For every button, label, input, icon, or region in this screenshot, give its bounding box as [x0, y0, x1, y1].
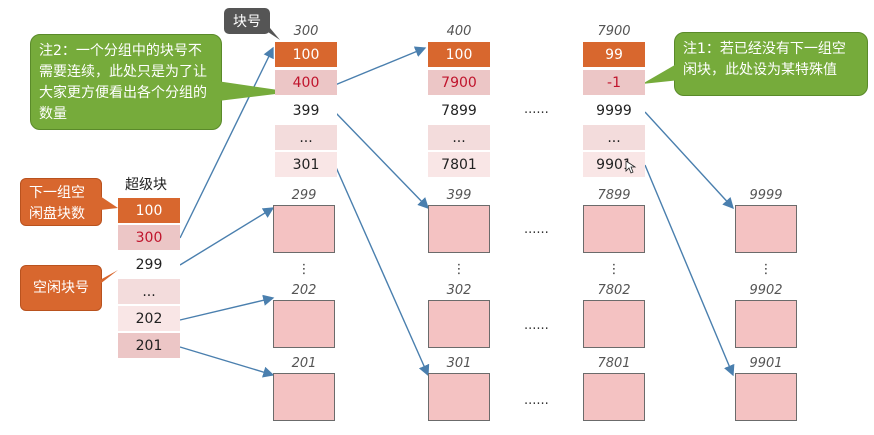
block-number: 9999 — [749, 188, 783, 203]
block-number: 7899 — [597, 188, 631, 203]
group-next: 7900 — [428, 70, 490, 95]
block-number: 301 — [446, 356, 472, 371]
free-block — [273, 300, 335, 348]
ellipsis: ...... — [524, 318, 549, 333]
superblock-title: 超级块 — [125, 177, 167, 193]
free-block-no-pointer — [100, 270, 118, 284]
group-entry: 399 — [275, 98, 337, 123]
group-count: 100 — [428, 42, 490, 67]
note2-text: 注2：一个分组中的块号不需要连续，此处只是为了让大家更方便看出各个分组的数量 — [39, 43, 207, 122]
free-count-pointer — [100, 196, 118, 210]
superblock-next: 300 — [118, 225, 180, 250]
free-block — [735, 205, 797, 253]
block-number: 302 — [446, 283, 472, 298]
note2-pointer — [210, 80, 292, 102]
free-block — [428, 300, 490, 348]
block-number-callout: 块号 — [224, 8, 270, 34]
group-entry: ... — [428, 125, 490, 150]
block-number: 202 — [291, 283, 317, 298]
free-block — [273, 205, 335, 253]
superblock-count: 100 — [118, 198, 180, 223]
superblock-entry: 201 — [118, 333, 180, 358]
free-block — [735, 373, 797, 421]
free-block — [735, 300, 797, 348]
superblock-entry: 299 — [118, 252, 180, 277]
block-number: 7801 — [597, 356, 631, 371]
block-number: 201 — [291, 356, 317, 371]
note2-callout: 注2：一个分组中的块号不需要连续，此处只是为了让大家更方便看出各个分组的数量 — [30, 34, 222, 130]
vertical-ellipsis: ⋮ — [607, 262, 621, 277]
group-count: 99 — [583, 42, 645, 67]
group-next: 400 — [275, 70, 337, 95]
free-block — [583, 373, 645, 421]
block-number: 9901 — [749, 356, 783, 371]
group-entry: 301 — [275, 152, 337, 177]
mouse-cursor-icon — [625, 160, 637, 174]
superblock-entry: 202 — [118, 306, 180, 331]
vertical-ellipsis: ⋮ — [759, 262, 773, 277]
free-block — [273, 373, 335, 421]
block-number: 7802 — [597, 283, 631, 298]
group-entry: ... — [583, 125, 645, 150]
vertical-ellipsis: ⋮ — [452, 262, 466, 277]
callout-pointer — [262, 28, 280, 40]
free-block — [428, 205, 490, 253]
note1-text: 注1：若已经没有下一组空闲块，此处设为某特殊值 — [683, 41, 846, 78]
block-number-callout-label: 块号 — [233, 14, 261, 30]
group-entry: 9999 — [583, 98, 645, 123]
superblock-entry: ... — [118, 279, 180, 304]
vertical-ellipsis: ⋮ — [297, 262, 311, 277]
block-number: 9902 — [749, 283, 783, 298]
free-count-label: 下一组空闲盘块数 — [20, 178, 102, 226]
ellipsis: ...... — [524, 102, 549, 117]
free-block-no-label: 空闲块号 — [20, 265, 102, 311]
note1-callout: 注1：若已经没有下一组空闲块，此处设为某特殊值 — [674, 32, 868, 96]
free-block — [583, 205, 645, 253]
block-number: 299 — [291, 188, 317, 203]
group-entry: ... — [275, 125, 337, 150]
group-entry: 7899 — [428, 98, 490, 123]
note1-pointer — [642, 62, 680, 84]
group-entry: 7801 — [428, 152, 490, 177]
ellipsis: ...... — [524, 393, 549, 408]
group-next: -1 — [583, 70, 645, 95]
ellipsis: ...... — [524, 222, 549, 237]
group-block-number: 7900 — [597, 24, 631, 39]
group-block-number: 300 — [293, 24, 319, 39]
free-block — [583, 300, 645, 348]
free-block — [428, 373, 490, 421]
block-number: 399 — [446, 188, 472, 203]
group-block-number: 400 — [446, 24, 472, 39]
group-entry: 9901 — [583, 152, 645, 177]
group-count: 100 — [275, 42, 337, 67]
